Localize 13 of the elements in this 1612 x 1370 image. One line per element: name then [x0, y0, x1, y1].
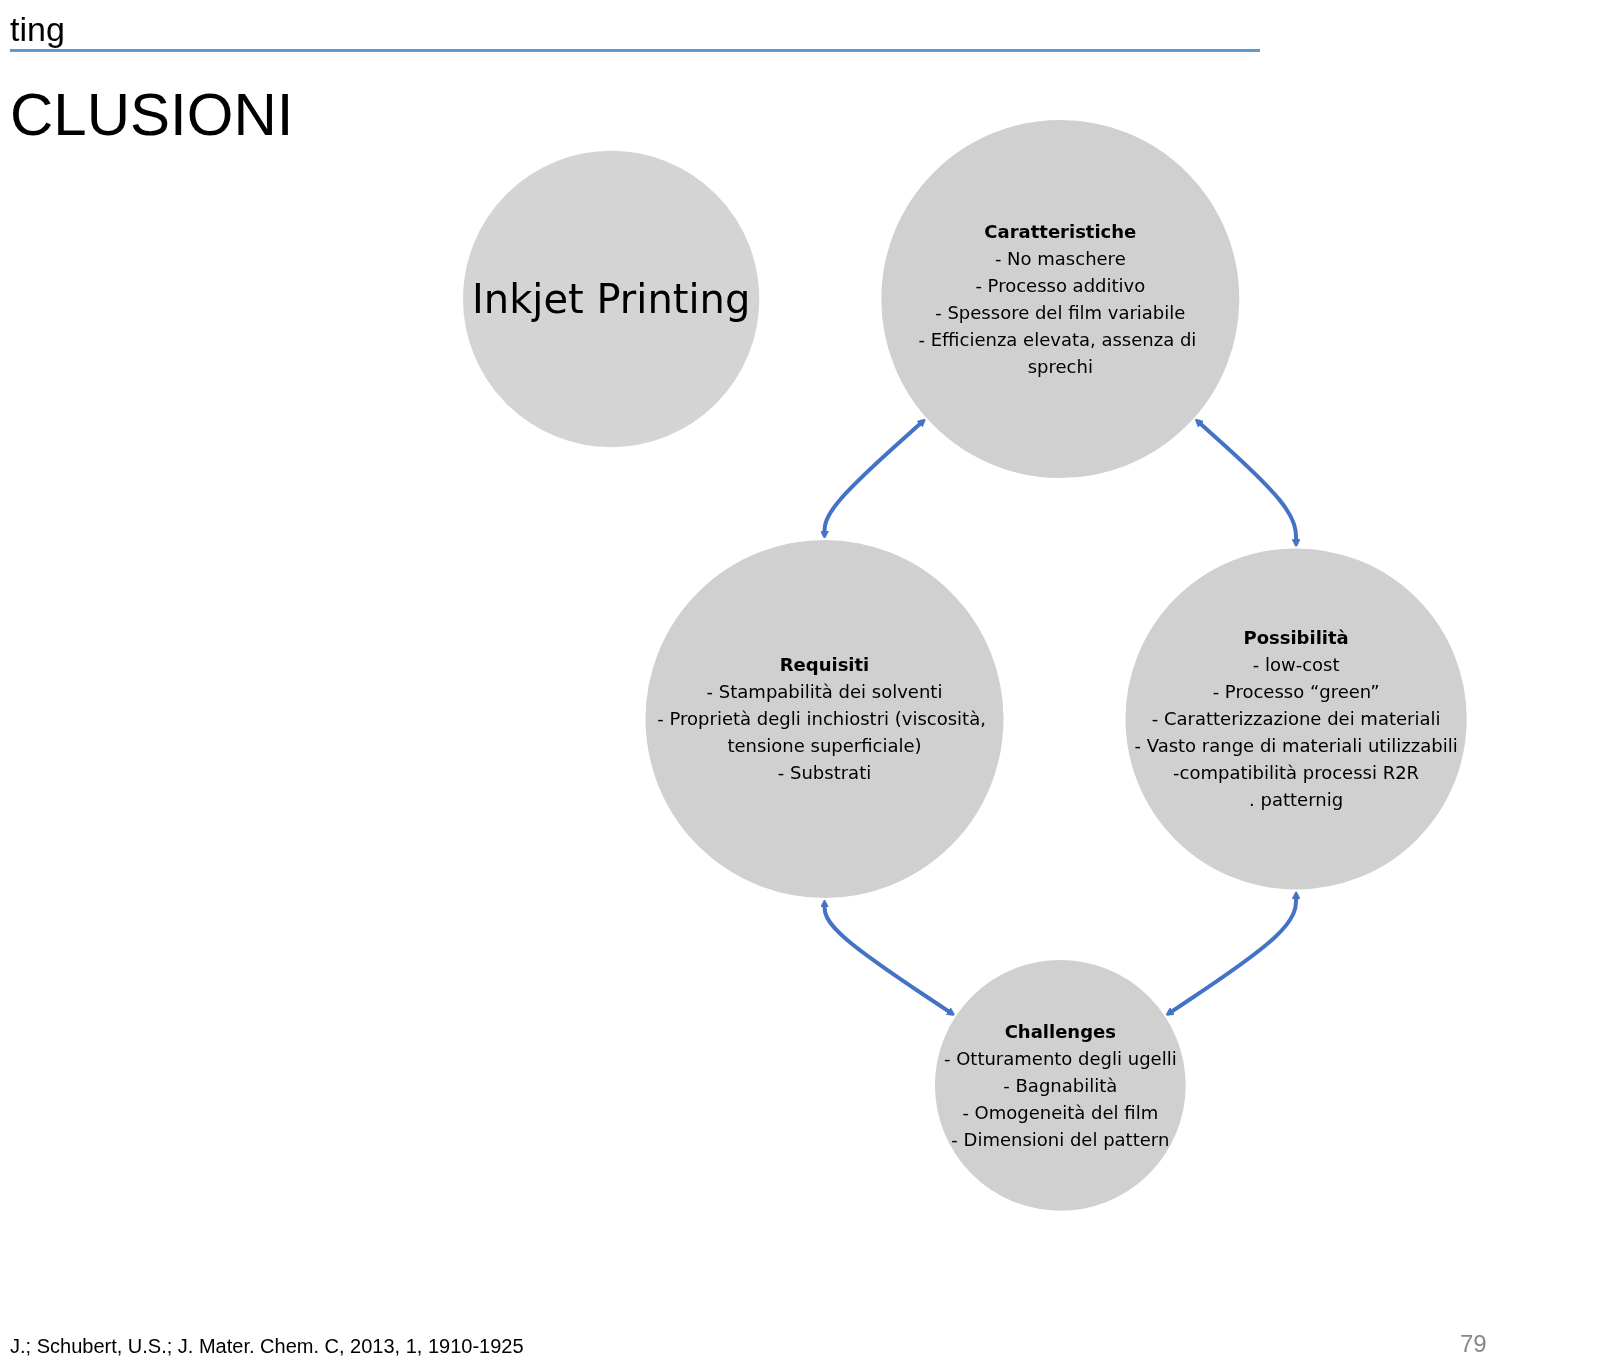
- slide-title: CLUSIONI: [10, 80, 294, 149]
- node-circle: Inkjet Printing: [461, 148, 762, 449]
- arrow: [1194, 418, 1301, 548]
- page-number: 79: [1460, 1330, 1487, 1358]
- node-circle: Possibilità - low-cost - Processo “green” - Caratterizzazione dei materiali - Vasto range di materiali utilizzabili -compatibilità processi R2R . patternig: [1123, 546, 1469, 892]
- arrow: [820, 898, 956, 1016]
- arrow: [1165, 890, 1301, 1016]
- arrow: [820, 418, 927, 540]
- header-text: ting: [10, 10, 1260, 52]
- node-circle: Caratteristiche - No maschere - Processo additivo - Spessore del film variabile - Efficienza elevata, assenza di sprechi: [879, 117, 1242, 480]
- node-circle: Challenges - Otturamento degli ugelli - Bagnabilità - Omogeneità del film - Dimensioni del pattern: [933, 957, 1188, 1213]
- node-circle: Requisiti - Stampabilità dei solventi - Proprietà degli inchiostri (viscosità, tensione superficiale) - Substrati: [643, 537, 1006, 900]
- citation-text: J.; Schubert, U.S.; J. Mater. Chem. C, 2013, 1, 1910-1925: [10, 1335, 524, 1358]
